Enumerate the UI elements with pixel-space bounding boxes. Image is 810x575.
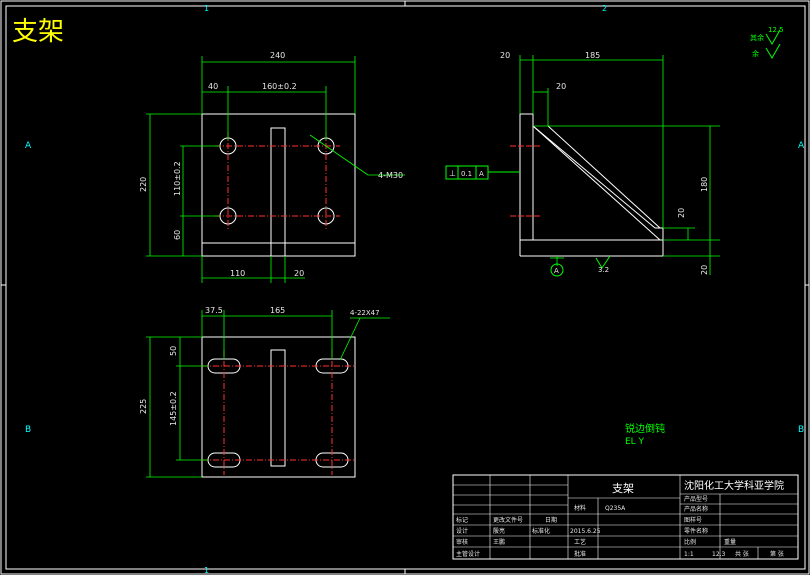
dim-slot-vertical: 145±0.2	[169, 391, 178, 426]
zone-row-b-right: B	[798, 425, 804, 435]
zone-row-a: A	[25, 141, 32, 151]
roughness-symbol: 12.5 其余 余	[750, 26, 784, 59]
svg-text:材料: 材料	[574, 504, 586, 512]
top-plate-outline	[201, 336, 356, 478]
svg-text:王鹏: 王鹏	[493, 538, 505, 546]
dim-side-plate: 20	[677, 208, 686, 218]
svg-text:图样号: 图样号	[684, 516, 702, 524]
surface-finish-symbol: 3.2	[595, 255, 611, 274]
dim-slot-spacing: 165	[270, 306, 285, 315]
svg-text:A: A	[554, 267, 559, 275]
zone-col-1-bottom: 1	[204, 566, 209, 575]
svg-text:⊥: ⊥	[449, 169, 456, 178]
title-block-part-name: 支架	[612, 482, 634, 495]
dim-hole-spacing: 160±0.2	[262, 82, 297, 91]
top-center-lines	[202, 350, 355, 475]
svg-text:日期: 日期	[545, 516, 557, 524]
front-plate-outline	[201, 113, 356, 257]
svg-text:标记: 标记	[456, 516, 468, 524]
dim-inner: 20	[556, 82, 566, 91]
svg-text:产品名称: 产品名称	[684, 505, 708, 513]
dim-top-offset: 37.5	[205, 306, 223, 315]
svg-text:0.1: 0.1	[461, 170, 472, 178]
front-center-lines	[215, 132, 340, 230]
front-rib	[270, 127, 286, 257]
top-slots	[207, 358, 349, 468]
front-view: 240 40 160±0.2 220 110±0.2 60 110 20 4-M…	[139, 51, 405, 283]
svg-text:审核: 审核	[456, 538, 468, 546]
side-dims	[519, 55, 720, 275]
svg-text:批准: 批准	[574, 550, 586, 558]
svg-text:产品型号: 产品型号	[684, 495, 708, 503]
dim-height: 220	[139, 177, 148, 192]
svg-text:A: A	[479, 170, 484, 178]
dim-bottom: 60	[173, 230, 182, 240]
dim-length: 185	[585, 51, 600, 60]
slot-callout: 4-22X47	[350, 309, 380, 317]
top-view: 37.5 165 225 50 145±0.2 4-22X47	[139, 306, 390, 478]
front-holes	[219, 137, 335, 225]
dim-side-base: 20	[700, 265, 709, 275]
top-rib	[270, 349, 286, 467]
dim-lower-width: 110	[230, 269, 245, 278]
zone-col-1: 1	[204, 4, 209, 13]
dim-hole-vertical: 110±0.2	[173, 161, 182, 196]
dim-top-offset-v: 50	[169, 346, 178, 356]
svg-text:余: 余	[752, 49, 759, 58]
svg-text:重量: 重量	[724, 538, 736, 546]
zone-row-b: B	[25, 425, 31, 435]
drawing-title: 支架	[12, 17, 64, 47]
svg-text:1:1: 1:1	[684, 551, 694, 558]
svg-text:标准化: 标准化	[532, 527, 550, 535]
svg-text:零件名称: 零件名称	[684, 527, 708, 535]
note-line-2: EL Y	[625, 437, 645, 447]
svg-text:2015.6.25: 2015.6.25	[570, 528, 601, 535]
note-line-1: 锐边倒钝	[625, 422, 665, 435]
svg-text:其余: 其余	[750, 33, 764, 42]
zone-col-2: 2	[602, 4, 607, 13]
svg-text:12.5: 12.5	[768, 26, 784, 34]
tolerance-frame: ⊥ 0.1 A	[445, 165, 520, 180]
svg-text:主管设计: 主管设计	[456, 550, 480, 558]
datum-symbol: A	[550, 263, 564, 277]
dim-flange: 20	[500, 51, 510, 60]
svg-text:殷亮: 殷亮	[493, 527, 505, 535]
svg-text:12.3: 12.3	[712, 551, 726, 558]
dim-top-depth: 225	[139, 399, 148, 414]
svg-text:设计: 设计	[456, 527, 468, 535]
svg-text:共 张: 共 张	[735, 550, 749, 558]
zone-row-a-right: A	[798, 141, 805, 151]
svg-text:3.2: 3.2	[598, 266, 609, 274]
dim-total-width: 240	[270, 51, 285, 60]
material-value: Q235A	[605, 505, 626, 512]
svg-text:更改文件号: 更改文件号	[493, 516, 523, 524]
svg-text:第 张: 第 张	[770, 550, 784, 558]
title-block: 支架 沈阳化工大学科亚学院 材料 Q235A 产品型号 产品名称 图样号 零件名…	[452, 474, 799, 560]
dim-left-offset: 40	[208, 82, 218, 91]
side-view: 20 185 20 180 20 20 ⊥ 0.1 A A 3.2	[445, 51, 720, 277]
svg-text:工艺: 工艺	[574, 538, 586, 546]
svg-text:比例: 比例	[684, 538, 696, 546]
hole-callout: 4-M30	[378, 171, 403, 180]
side-center-lines	[510, 145, 540, 217]
dim-rib: 20	[294, 269, 304, 278]
title-block-school: 沈阳化工大学科亚学院	[684, 479, 784, 492]
front-dims	[146, 56, 405, 283]
dim-side-height: 180	[700, 177, 709, 192]
top-dims	[146, 310, 390, 478]
